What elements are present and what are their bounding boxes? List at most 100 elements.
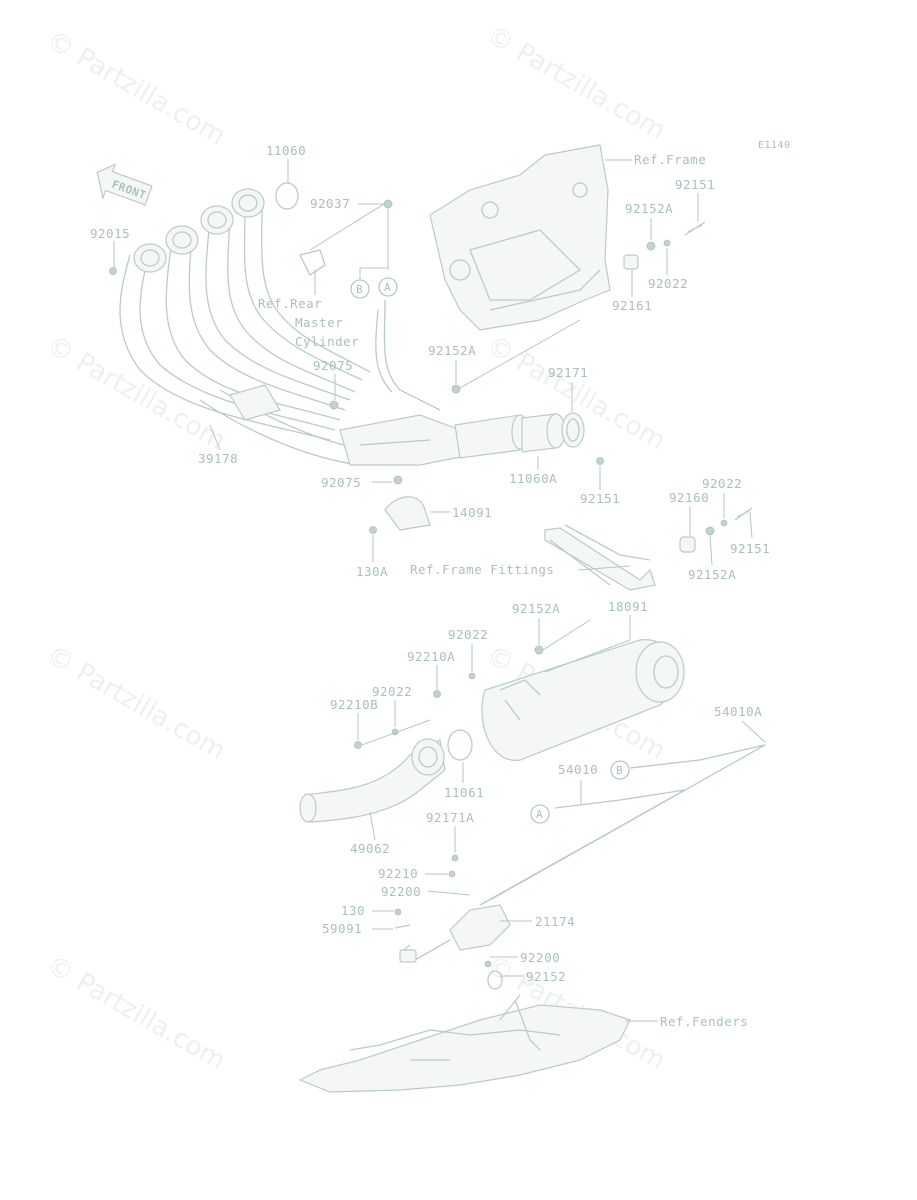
actuator-21174 — [399, 904, 511, 963]
callout-a-upper: A — [378, 277, 398, 297]
exhaust-header-pipes — [119, 188, 471, 466]
label-92022-a: 92022 — [648, 276, 688, 291]
label-92022-c: 92022 — [448, 627, 488, 642]
label-92171A: 92171A — [426, 810, 474, 825]
svg-text:A: A — [536, 808, 543, 821]
label-92171: 92171 — [548, 365, 588, 380]
bolt-92151-c — [734, 507, 753, 521]
washer-92152A-b — [451, 384, 461, 394]
part-92210 — [448, 870, 456, 878]
cover-14091 — [384, 496, 431, 531]
label-92151-a: 92151 — [675, 177, 715, 192]
diagram-code: E1140 — [758, 140, 791, 151]
label-ref-rear-1: Ref.Rear — [258, 296, 322, 311]
leader-lines — [113, 159, 766, 1022]
label-ref-fenders: Ref.Fenders — [660, 1014, 748, 1029]
label-92152A-b: 92152A — [428, 343, 476, 358]
label-130: 130 — [341, 903, 365, 918]
front-arrow-icon: FRONT — [96, 162, 153, 206]
label-92075-b: 92075 — [321, 475, 361, 490]
part-92037 — [383, 199, 393, 209]
watermark-5: © Partzilla.com — [42, 640, 231, 766]
label-54010A: 54010A — [714, 704, 762, 719]
label-92037: 92037 — [310, 196, 350, 211]
label-ref-frame-fittings: Ref.Frame Fittings — [410, 562, 554, 577]
collector-pipe — [454, 412, 604, 465]
nut-92075-b — [393, 475, 403, 485]
label-92152: 92152 — [526, 969, 566, 984]
label-92152A-d: 92152A — [512, 601, 560, 616]
part-labels: 11060 92037 92015 Ref.Rear Master Cylind… — [90, 143, 770, 1029]
label-92022-b: 92022 — [702, 476, 742, 491]
label-130A: 130A — [356, 564, 388, 579]
svg-text:B: B — [616, 764, 623, 777]
label-ref-rear-2: Master — [295, 315, 343, 330]
label-92200-a: 92200 — [381, 884, 421, 899]
callout-b-lower: B — [610, 760, 630, 780]
label-92160: 92160 — [669, 490, 709, 505]
label-92075-a: 92075 — [313, 358, 353, 373]
label-92151-c: 92151 — [730, 541, 770, 556]
gasket-11061 — [447, 729, 473, 761]
frame-fittings-ref — [544, 524, 656, 591]
label-92210: 92210 — [378, 866, 418, 881]
label-92015: 92015 — [90, 226, 130, 241]
label-92210B: 92210B — [330, 697, 378, 712]
label-ref-frame: Ref.Frame — [634, 152, 706, 167]
pipe-49062 — [299, 738, 446, 823]
callout-b-upper: B — [350, 279, 370, 299]
callout-a-lower: A — [530, 804, 550, 824]
nut-92075-a — [329, 400, 339, 410]
svg-text:B: B — [356, 283, 363, 296]
label-39178: 39178 — [198, 451, 238, 466]
fenders-ref — [298, 994, 631, 1093]
nut-92022 — [663, 239, 671, 247]
muffler-18091 — [481, 639, 685, 761]
bolt-92171A — [451, 854, 459, 862]
washer-92152A-c — [705, 526, 715, 536]
bolt-130 — [394, 908, 402, 916]
watermark-1: © Partzilla.com — [42, 25, 231, 151]
watermark-3: © Partzilla.com — [42, 330, 231, 456]
label-92152A-a: 92152A — [625, 201, 673, 216]
label-92151-b: 92151 — [580, 491, 620, 506]
watermark-7: © Partzilla.com — [42, 950, 231, 1076]
label-18091: 18091 — [608, 599, 648, 614]
svg-text:A: A — [384, 281, 391, 294]
label-14091: 14091 — [452, 505, 492, 520]
label-49062: 49062 — [350, 841, 390, 856]
rear-master-cylinder-ref — [299, 249, 326, 276]
part-59091 — [394, 924, 411, 929]
watermark-2: © Partzilla.com — [482, 20, 671, 146]
label-92210A: 92210A — [407, 649, 455, 664]
label-11061: 11061 — [444, 785, 484, 800]
label-21174: 21174 — [535, 914, 575, 929]
washer-92152A — [646, 241, 656, 251]
part-92210B — [354, 741, 362, 749]
bolt-92151 — [684, 221, 706, 236]
label-92022-d: 92022 — [372, 684, 412, 699]
cable-upper — [383, 299, 441, 411]
nut-92015 — [109, 267, 117, 275]
nut-92022-b — [720, 519, 728, 527]
gasket-11060 — [275, 182, 299, 210]
cable-54010 — [554, 789, 686, 809]
part-92210A — [433, 690, 441, 698]
frame-ref — [429, 144, 611, 331]
label-92161: 92161 — [612, 298, 652, 313]
washer-92152A-d — [534, 645, 544, 655]
cable-54010A — [629, 744, 766, 769]
label-11060: 11060 — [266, 143, 306, 158]
label-59091: 59091 — [322, 921, 362, 936]
label-ref-rear-3: Cylinder — [295, 334, 359, 349]
label-92152A-c: 92152A — [688, 567, 736, 582]
nut-92022-c — [468, 672, 476, 680]
label-11060A: 11060A — [509, 471, 557, 486]
part-92152 — [487, 970, 503, 990]
part-92200-b — [484, 960, 492, 968]
label-92200-b: 92200 — [520, 950, 560, 965]
collar-92160 — [679, 536, 696, 553]
collar-92161 — [623, 254, 639, 270]
bolt-130A — [369, 526, 377, 534]
